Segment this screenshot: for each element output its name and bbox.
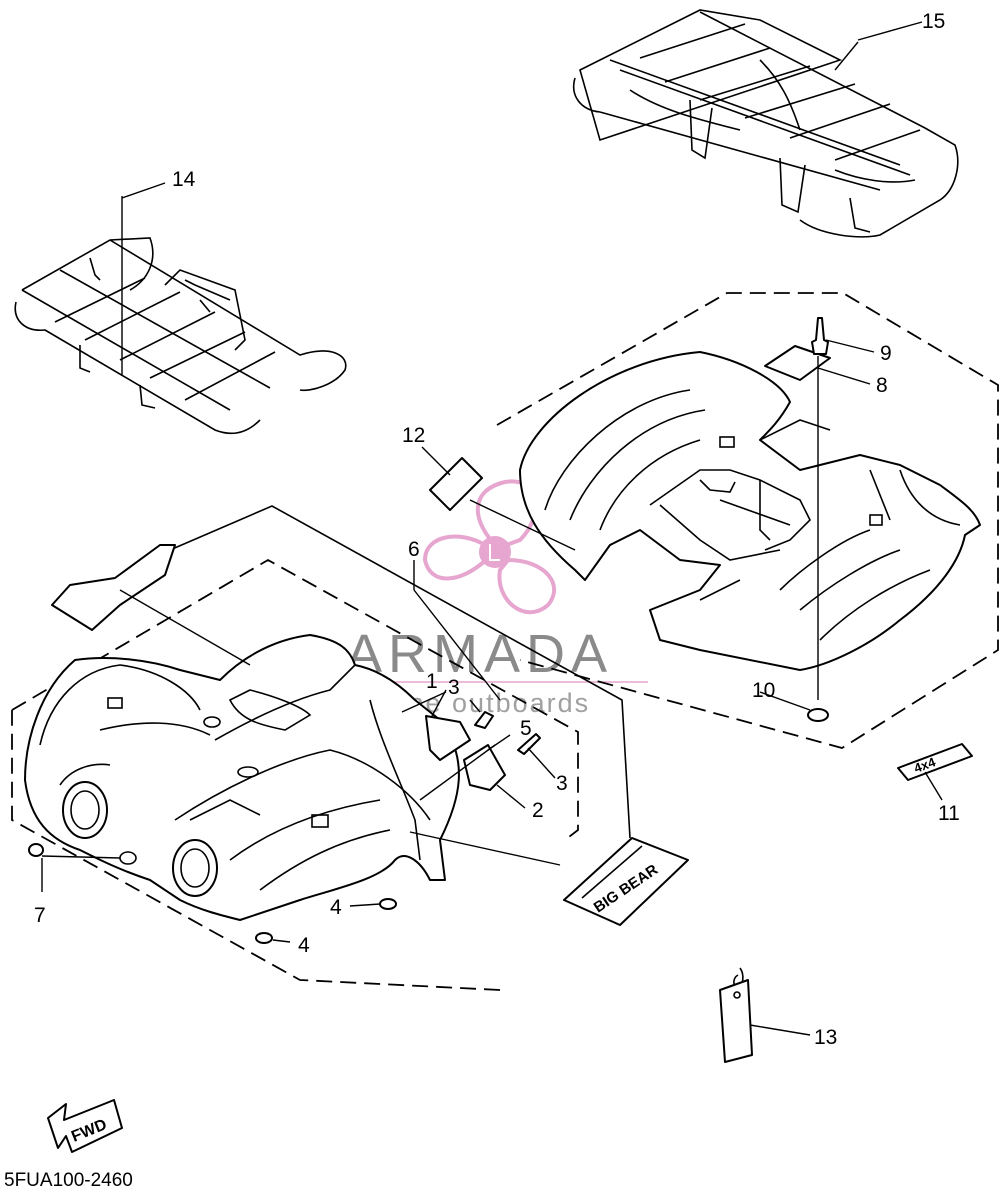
callout-13: 13 [814, 1026, 837, 1049]
bracket-part-1 [425, 715, 471, 761]
rear-fender-group-boundary [496, 292, 999, 749]
callout-2: 2 [532, 799, 544, 822]
front-decal-group-boundary [169, 505, 631, 839]
callout-15: 15 [922, 10, 945, 33]
callout-10: 10 [752, 679, 775, 702]
plug-part-7 [28, 843, 44, 857]
washer-part-4-lower [255, 932, 273, 944]
callout-3-upper: 3 [448, 676, 460, 699]
front-fender [24, 634, 460, 921]
rear-fender [519, 351, 981, 671]
pin-part-9 [811, 317, 829, 355]
callout-3-lower: 3 [556, 772, 568, 795]
callouts: 1 2 3 3 4 4 5 6 7 8 9 10 11 12 13 14 15 [34, 10, 960, 1049]
leader-lines [41, 21, 943, 1036]
callout-1: 1 [426, 670, 438, 693]
rivet-part-3-upper [474, 711, 494, 729]
callout-5: 5 [520, 717, 532, 740]
callout-12: 12 [402, 424, 425, 447]
rear-carrier [573, 9, 959, 238]
decal-front-plate [51, 544, 176, 631]
callout-7: 7 [34, 904, 46, 927]
bracket-part-2 [463, 744, 506, 791]
callout-9: 9 [880, 342, 892, 365]
front-carrier [14, 237, 347, 435]
grommet-part-10 [807, 708, 829, 722]
decal-4x4-text: 4x4 [912, 754, 938, 776]
watermark-title: ARMADA [346, 624, 613, 684]
callout-4-lower: 4 [298, 934, 310, 957]
decal-part-6: BIG BEAR [563, 837, 689, 926]
callout-6: 6 [408, 538, 420, 561]
callout-8: 8 [876, 374, 888, 397]
front-fender-group-boundary [11, 558, 579, 991]
callout-4-upper: 4 [330, 896, 342, 919]
fwd-arrow-icon: FWD [47, 1099, 123, 1153]
tag-part-13 [719, 967, 753, 1063]
callout-11: 11 [938, 802, 960, 825]
washer-part-4-upper [379, 898, 397, 910]
callout-14: 14 [172, 168, 196, 191]
decal-part-11: 4x4 [897, 743, 973, 781]
diagram-code: 5FUA100-2460 [4, 1170, 133, 1191]
decal-part-12 [429, 457, 483, 511]
rivet-part-3-lower [517, 733, 541, 755]
